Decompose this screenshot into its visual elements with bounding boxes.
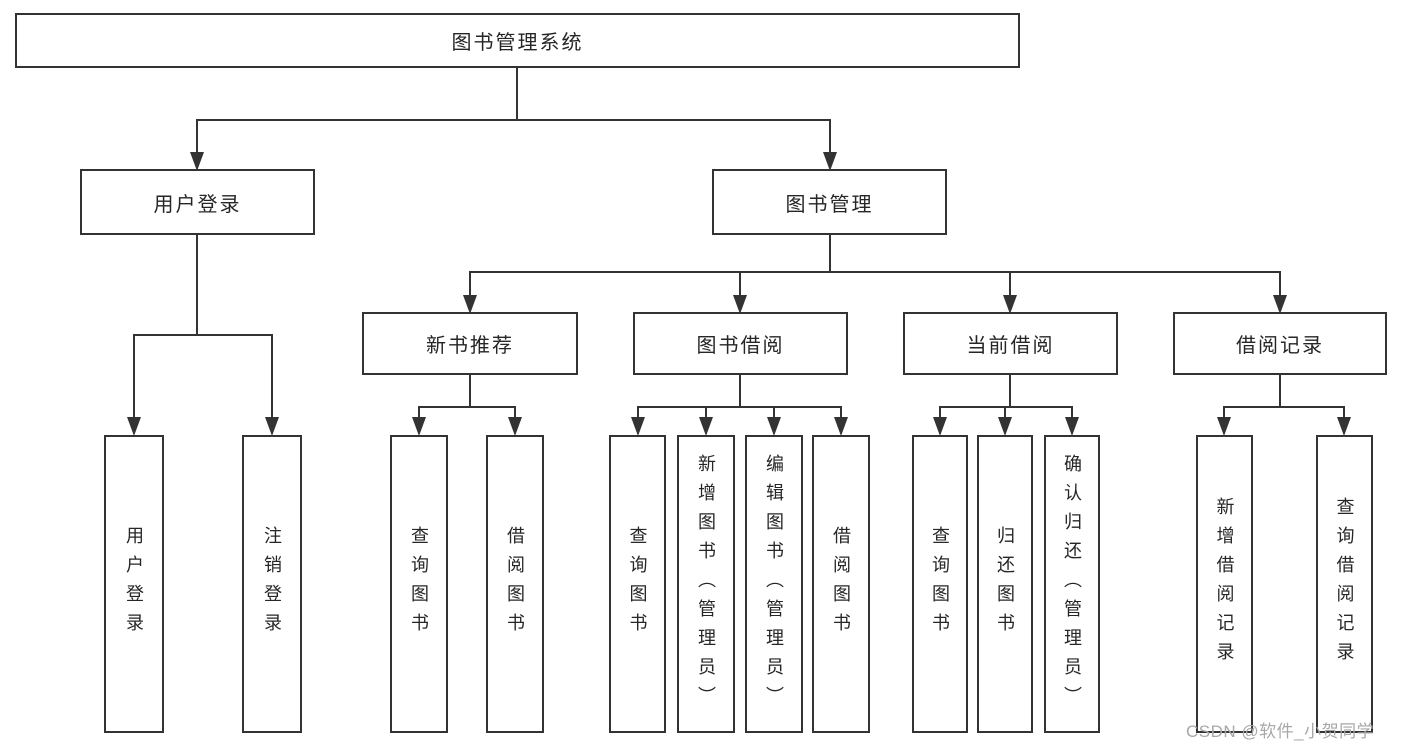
leaf-edit-books-admin: 编辑图书（管理员） [745, 435, 803, 733]
node-book-management-label: 图书管理 [785, 193, 874, 216]
leaf-borrow-query-books: 查询图书 [609, 435, 666, 733]
node-current-borrow-label: 当前借阅 [966, 335, 1055, 357]
leaf-query-borrow-record: 查询借阅记录 [1316, 435, 1373, 733]
leaf-user-login-label: 用户登录 [124, 526, 144, 642]
leaf-newbook-borrow-books-label: 借阅图书 [505, 526, 525, 642]
leaf-newbook-query-books: 查询图书 [390, 435, 448, 733]
down-arrow-icons [127, 152, 1351, 436]
leaf-return-books-label: 归还图书 [995, 526, 1015, 642]
node-book-borrow-label: 图书借阅 [696, 335, 785, 357]
node-root-label: 图书管理系统 [451, 32, 584, 54]
leaf-return-books: 归还图书 [977, 435, 1033, 733]
node-user-login-label: 用户登录 [153, 193, 242, 216]
node-current-borrow: 当前借阅 [903, 312, 1118, 375]
node-borrow-record: 借阅记录 [1173, 312, 1387, 375]
node-new-book-recommend-label: 新书推荐 [426, 335, 514, 357]
leaf-newbook-query-books-label: 查询图书 [409, 526, 429, 642]
node-book-management: 图书管理 [712, 169, 947, 235]
leaf-confirm-return-admin-label: 确认归还（管理员） [1062, 453, 1082, 715]
csdn-watermark: CSDN @软件_小贺同学 [1186, 722, 1375, 741]
node-root: 图书管理系统 [15, 13, 1020, 68]
leaf-edit-books-admin-label: 编辑图书（管理员） [764, 453, 784, 715]
connector-segments [133, 67, 1345, 433]
leaf-user-login: 用户登录 [104, 435, 164, 733]
leaf-borrow-books-label: 借阅图书 [831, 526, 851, 642]
leaf-query-borrow-record-label: 查询借阅记录 [1334, 497, 1355, 671]
leaf-add-borrow-record: 新增借阅记录 [1196, 435, 1253, 733]
leaf-borrow-query-books-label: 查询图书 [627, 526, 648, 642]
leaf-add-books-admin: 新增图书（管理员） [677, 435, 735, 733]
leaf-borrow-books: 借阅图书 [812, 435, 870, 733]
node-borrow-record-label: 借阅记录 [1236, 335, 1324, 357]
leaf-current-query-books-label: 查询图书 [930, 526, 950, 642]
node-book-borrow: 图书借阅 [633, 312, 848, 375]
leaf-add-borrow-record-label: 新增借阅记录 [1214, 497, 1235, 671]
node-new-book-recommend: 新书推荐 [362, 312, 578, 375]
leaf-logout: 注销登录 [242, 435, 302, 733]
leaf-logout-label: 注销登录 [262, 526, 282, 642]
leaf-confirm-return-admin: 确认归还（管理员） [1044, 435, 1100, 733]
leaf-newbook-borrow-books: 借阅图书 [486, 435, 544, 733]
leaf-current-query-books: 查询图书 [912, 435, 968, 733]
leaf-add-books-admin-label: 新增图书（管理员） [696, 453, 716, 715]
node-user-login: 用户登录 [80, 169, 315, 235]
